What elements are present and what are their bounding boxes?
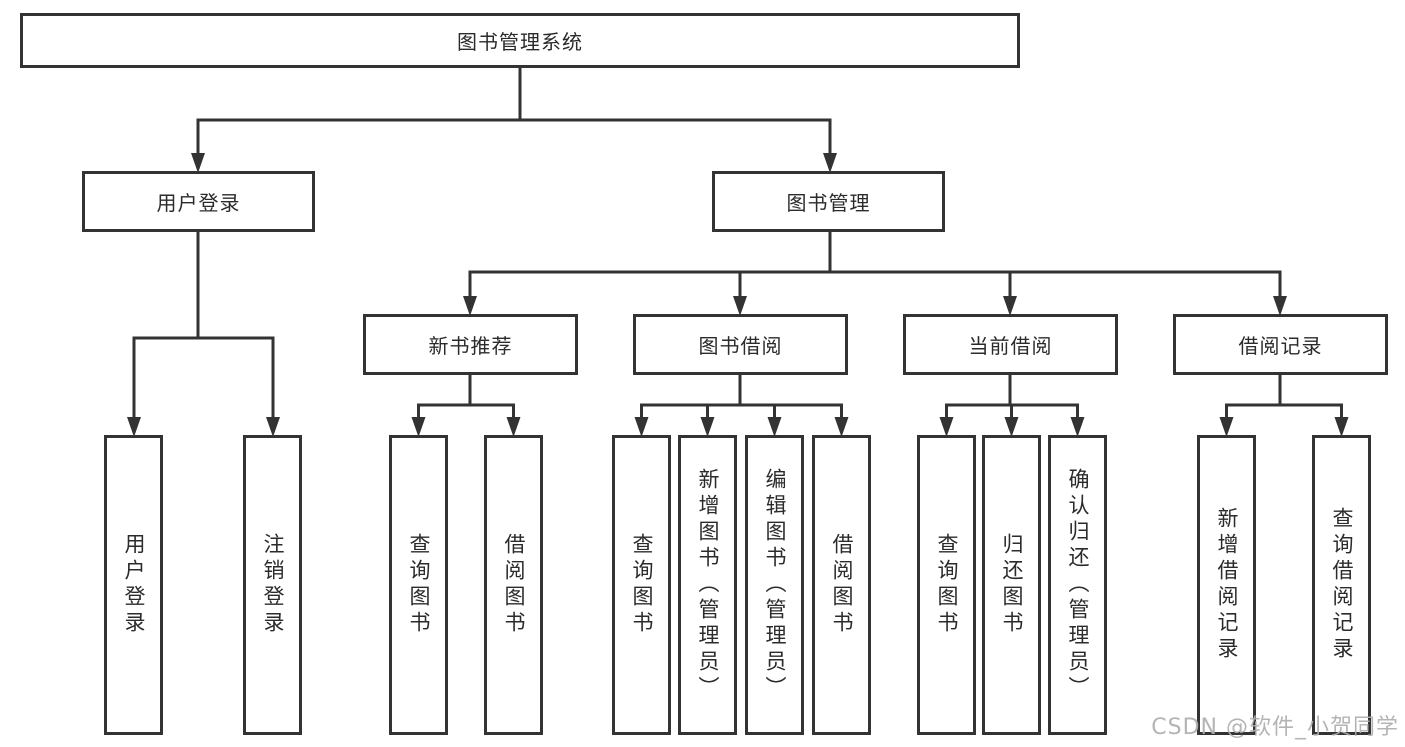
node-new-book-recommend-label: 新书推荐 xyxy=(428,334,513,358)
node-root-system: 图书管理系统 xyxy=(20,13,1020,68)
leaf-borrowing-borrow-books: 借阅图书 xyxy=(812,435,871,735)
leaf-current-return-books: 归还图书 xyxy=(982,435,1041,735)
leaf-user-login: 用户登录 xyxy=(104,435,163,735)
node-book-management-branch: 图书管理 xyxy=(712,171,945,232)
leaf-logout-label: 注销登录 xyxy=(261,533,285,637)
node-user-login-branch-label: 用户登录 xyxy=(156,191,241,215)
leaf-recommend-query-books: 查询图书 xyxy=(389,435,448,735)
node-current-borrowing: 当前借阅 xyxy=(903,314,1118,375)
leaf-borrowing-query-books: 查询图书 xyxy=(612,435,671,735)
node-book-borrowing-label: 图书借阅 xyxy=(698,334,783,358)
node-book-borrowing: 图书借阅 xyxy=(633,314,848,375)
leaf-current-return-books-label: 归还图书 xyxy=(1000,533,1024,637)
leaf-user-login-label: 用户登录 xyxy=(122,533,146,637)
node-root-system-label: 图书管理系统 xyxy=(457,30,583,54)
leaf-borrowing-add-books-admin: 新增图书（管理员） xyxy=(678,435,737,735)
leaf-borrowing-edit-books-admin: 编辑图书（管理员） xyxy=(745,435,804,735)
csdn-watermark: CSDN @软件_小贺同学 xyxy=(1151,715,1399,740)
leaf-records-add-record-label: 新增借阅记录 xyxy=(1215,507,1239,663)
leaf-borrowing-query-books-label: 查询图书 xyxy=(630,533,654,637)
node-borrowing-records: 借阅记录 xyxy=(1173,314,1388,375)
leaf-current-confirm-return-admin-label: 确认归还（管理员） xyxy=(1066,468,1090,702)
leaf-records-query-record: 查询借阅记录 xyxy=(1312,435,1371,735)
node-new-book-recommend: 新书推荐 xyxy=(363,314,578,375)
node-user-login-branch: 用户登录 xyxy=(82,171,315,232)
node-book-management-branch-label: 图书管理 xyxy=(786,191,871,215)
leaf-current-query-books: 查询图书 xyxy=(917,435,976,735)
leaf-current-confirm-return-admin: 确认归还（管理员） xyxy=(1048,435,1107,735)
leaf-recommend-borrow-books-label: 借阅图书 xyxy=(502,533,526,637)
leaf-recommend-query-books-label: 查询图书 xyxy=(407,533,431,637)
leaf-logout: 注销登录 xyxy=(243,435,302,735)
leaf-borrowing-add-books-admin-label: 新增图书（管理员） xyxy=(696,468,720,702)
leaf-recommend-borrow-books: 借阅图书 xyxy=(484,435,543,735)
node-borrowing-records-label: 借阅记录 xyxy=(1238,334,1323,358)
arrowheads xyxy=(127,153,1349,437)
leaf-current-query-books-label: 查询图书 xyxy=(935,533,959,637)
leaf-records-add-record: 新增借阅记录 xyxy=(1197,435,1256,735)
node-current-borrowing-label: 当前借阅 xyxy=(968,334,1053,358)
leaf-records-query-record-label: 查询借阅记录 xyxy=(1330,507,1354,663)
leaf-borrowing-borrow-books-label: 借阅图书 xyxy=(830,533,854,637)
leaf-borrowing-edit-books-admin-label: 编辑图书（管理员） xyxy=(763,468,787,702)
